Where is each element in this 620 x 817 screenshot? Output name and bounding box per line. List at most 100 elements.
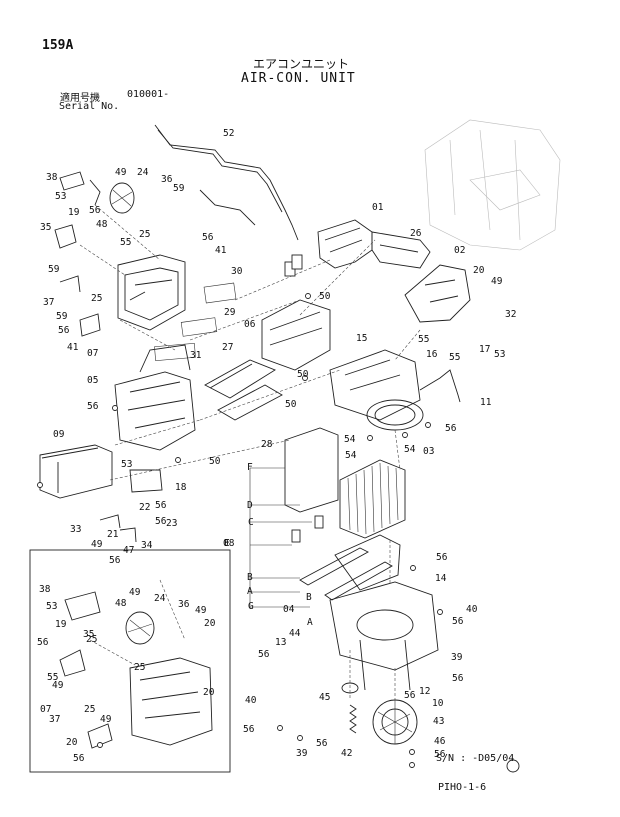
blower-fan-10 bbox=[372, 699, 418, 745]
part-label: 02 bbox=[454, 245, 465, 256]
heater-core-08 bbox=[284, 427, 406, 601]
part-label: 41 bbox=[67, 342, 79, 353]
part-label: 26 bbox=[410, 228, 422, 239]
part-label: 56 bbox=[87, 401, 99, 412]
part-label: 53 bbox=[494, 349, 505, 360]
part-label: 25 bbox=[84, 704, 95, 715]
part-label: 50 bbox=[297, 369, 309, 380]
part-label: 25 bbox=[91, 293, 102, 304]
part-label: 39 bbox=[296, 748, 308, 759]
part-label: 06 bbox=[244, 319, 256, 330]
panel-27 bbox=[204, 359, 276, 399]
serial-label-english: Serial No. bbox=[59, 101, 120, 112]
part-label: 49 bbox=[115, 167, 127, 178]
part-label: 03 bbox=[423, 446, 434, 457]
part-label: 56 bbox=[109, 555, 121, 566]
unit-case-left bbox=[114, 254, 196, 451]
inset-serial-note: S/N : -D05/04 bbox=[436, 753, 515, 764]
serial-label-japanese: 適用号機 bbox=[60, 93, 100, 104]
part-label: 12 bbox=[419, 686, 430, 697]
part-label: 54 bbox=[345, 450, 357, 461]
part-label: 16 bbox=[426, 349, 438, 360]
wire-harness-52 bbox=[154, 124, 303, 277]
fasteners bbox=[37, 293, 443, 768]
part-label: A bbox=[247, 586, 253, 597]
sensor-wire-11 bbox=[419, 369, 461, 403]
part-label: 30 bbox=[231, 266, 243, 277]
part-label: E bbox=[224, 538, 230, 549]
leader-bracket-08 bbox=[249, 467, 312, 608]
part-label: 31 bbox=[190, 350, 202, 361]
part-label: 55 bbox=[449, 352, 460, 363]
part-label: 04 bbox=[283, 604, 295, 615]
part-label: 53 bbox=[46, 601, 57, 612]
part-label: 49 bbox=[52, 680, 64, 691]
part-label: 41 bbox=[215, 245, 227, 256]
part-label: 20 bbox=[203, 687, 215, 698]
part-label: 59 bbox=[173, 183, 185, 194]
part-label: 07 bbox=[87, 348, 98, 359]
part-label: 47 bbox=[123, 545, 134, 556]
part-label: 37 bbox=[43, 297, 54, 308]
part-label: 56 bbox=[258, 649, 270, 660]
part-label: 25 bbox=[139, 229, 150, 240]
inset-frame bbox=[29, 549, 231, 773]
part-label: 48 bbox=[115, 598, 127, 609]
part-label: 41 bbox=[0, 0, 12, 3]
part-label: 33 bbox=[70, 524, 81, 535]
part-label: F bbox=[247, 462, 253, 473]
part-label: 54 bbox=[344, 434, 356, 445]
part-label: 59 bbox=[56, 311, 68, 322]
filter-29 bbox=[180, 317, 218, 337]
part-label: 49 bbox=[91, 539, 103, 550]
part-label: 53 bbox=[121, 459, 132, 470]
duct-26 bbox=[371, 231, 431, 269]
part-label: 46 bbox=[434, 736, 446, 747]
duct-01 bbox=[317, 219, 373, 269]
part-label: 15 bbox=[356, 333, 367, 344]
part-label: 49 bbox=[100, 714, 112, 725]
part-label: 07 bbox=[40, 704, 51, 715]
panel-28 bbox=[217, 384, 283, 421]
bracket-02 bbox=[404, 264, 471, 323]
filter-31 bbox=[154, 342, 196, 362]
left-small-parts bbox=[54, 171, 163, 543]
part-label: 23 bbox=[166, 518, 177, 529]
part-label: 53 bbox=[55, 191, 66, 202]
part-label: 56 bbox=[445, 423, 457, 434]
part-label: 40 bbox=[245, 695, 257, 706]
part-label: 56 bbox=[434, 749, 446, 760]
part-label: 56 bbox=[155, 500, 167, 511]
part-label: 55 bbox=[418, 334, 429, 345]
part-label: 50 bbox=[209, 456, 221, 467]
part-label: 56 bbox=[89, 205, 101, 216]
part-label: 56 bbox=[155, 516, 167, 527]
part-label: 50 bbox=[285, 399, 297, 410]
part-label: 22 bbox=[139, 502, 150, 513]
part-label: 32 bbox=[505, 309, 516, 320]
part-label: 40 bbox=[466, 604, 478, 615]
part-label: B bbox=[247, 572, 253, 583]
part-label: 20 bbox=[66, 737, 78, 748]
part-label: 50 bbox=[319, 291, 331, 302]
part-label: 14 bbox=[435, 573, 447, 584]
part-label: 45 bbox=[319, 692, 330, 703]
fan-housing-04 bbox=[329, 581, 439, 694]
part-label: 59 bbox=[48, 264, 60, 275]
part-label: 27 bbox=[222, 342, 233, 353]
part-label: 38 bbox=[46, 172, 58, 183]
part-label: 29 bbox=[224, 307, 236, 318]
part-label: 55 bbox=[47, 672, 58, 683]
part-label: 10 bbox=[432, 698, 444, 709]
part-label: 38 bbox=[39, 584, 51, 595]
part-label: G bbox=[248, 601, 254, 612]
part-label: 37 bbox=[49, 714, 60, 725]
part-label: 56 bbox=[452, 616, 464, 627]
part-label: 25 bbox=[134, 662, 145, 673]
part-label: 48 bbox=[96, 219, 108, 230]
part-label: 19 bbox=[55, 619, 67, 630]
part-label: 20 bbox=[473, 265, 485, 276]
part-label: 35 bbox=[40, 222, 51, 233]
part-label: 56 bbox=[58, 325, 70, 336]
